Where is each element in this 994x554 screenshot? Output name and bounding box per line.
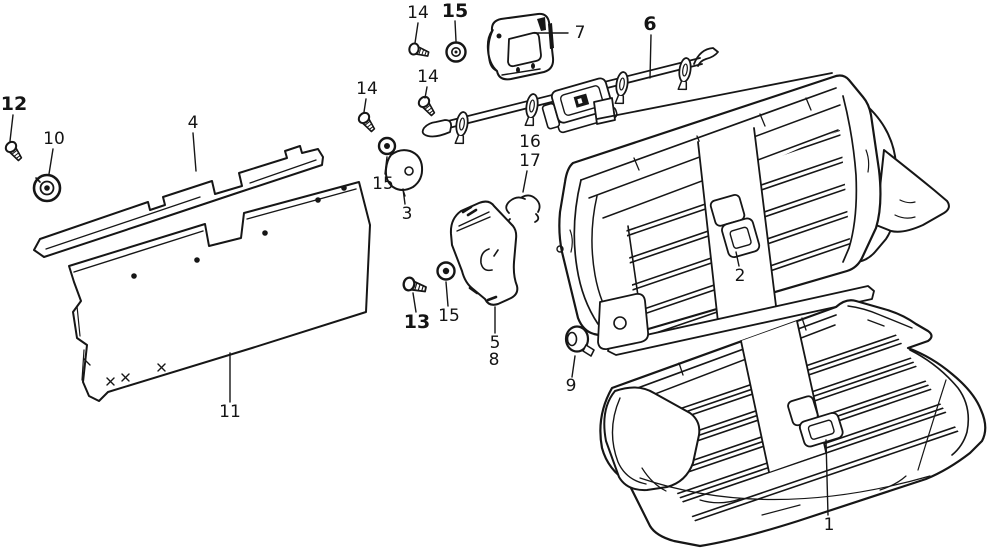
part-label-15: 15 — [438, 306, 460, 326]
part-label-10: 10 — [43, 129, 65, 149]
part-label-14: 14 — [407, 3, 429, 23]
seat-back-assembly — [556, 72, 950, 356]
seat-back-top-wedge — [593, 97, 616, 125]
screw-part-14-left — [355, 109, 380, 134]
leader-line-part-4 — [192, 132, 197, 172]
belt-guide-upper-part-2 — [709, 193, 761, 259]
part-label-6: 6 — [643, 13, 656, 35]
leader-line-part-1 — [825, 439, 829, 516]
washer-part-15-top — [445, 41, 467, 63]
leader-line-part-6 — [649, 34, 652, 79]
grommet-part-10 — [32, 173, 62, 203]
hinge-bracket — [597, 292, 650, 351]
support-rod-part-6 — [421, 47, 719, 146]
part-label-13: 13 — [404, 311, 430, 333]
latch-cover-part-7 — [486, 12, 555, 81]
part-label-2: 2 — [735, 266, 746, 286]
screw-part-12 — [2, 138, 27, 163]
cushion-left-bolster — [603, 386, 701, 492]
part-label-3: 3 — [402, 204, 413, 224]
part-label-7: 7 — [575, 23, 586, 43]
part-label-1: 1 — [824, 515, 835, 535]
part-label-15: 15 — [442, 0, 468, 22]
belt-guide-lower-part-1 — [787, 395, 844, 448]
seat-back-ear-flap — [875, 149, 950, 233]
leader-lines — [9, 20, 829, 516]
rod-end-hook — [693, 47, 719, 67]
part-label-11: 11 — [219, 402, 241, 422]
seat-back-bottom-rail — [607, 285, 875, 356]
part-label-4: 4 — [188, 113, 199, 133]
small-parts — [2, 12, 595, 357]
seat-back-board-part-11 — [68, 181, 371, 402]
leader-line-part-12 — [9, 114, 14, 142]
part-label-5: 5 — [490, 333, 501, 353]
pivot-bolt-part-9 — [564, 325, 595, 357]
leader-line-part-9 — [571, 355, 576, 378]
leader-line-part-14 — [424, 86, 428, 99]
screw-part-14-top — [407, 41, 431, 60]
part-label-14: 14 — [417, 67, 439, 87]
rod-paddle-end — [421, 119, 453, 138]
leader-line-part-15 — [445, 281, 449, 307]
leader-line-part-14 — [363, 98, 367, 113]
leader-line-part-14 — [414, 22, 419, 44]
leader-line-part-15 — [384, 156, 388, 175]
washer-part-15-low — [436, 261, 456, 281]
part-label-8: 8 — [489, 350, 500, 370]
washer-part-15-mid — [377, 136, 397, 156]
leader-line-part-2 — [735, 251, 740, 267]
leader-line-part-10 — [48, 148, 54, 175]
part-label-17: 17 — [519, 151, 541, 171]
leader-line-part-3 — [402, 188, 406, 205]
screw-part-14-mid — [415, 93, 440, 118]
part-label-12: 12 — [1, 93, 27, 115]
leader-line-part-13 — [412, 292, 417, 313]
leader-line-part-17 — [522, 170, 528, 193]
seat-cushion-assembly — [599, 299, 987, 548]
bolt-part-13 — [401, 275, 429, 296]
shelf-trim-strip-part-4 — [33, 145, 324, 258]
leader-line-part-15 — [454, 20, 457, 42]
part-label-15: 15 — [372, 174, 394, 194]
part-label-9: 9 — [566, 376, 577, 396]
part-label-14: 14 — [356, 79, 378, 99]
side-shield-part-5-8 — [449, 200, 519, 306]
board-clip-holes — [131, 185, 347, 279]
part-label-16: 16 — [519, 132, 541, 152]
